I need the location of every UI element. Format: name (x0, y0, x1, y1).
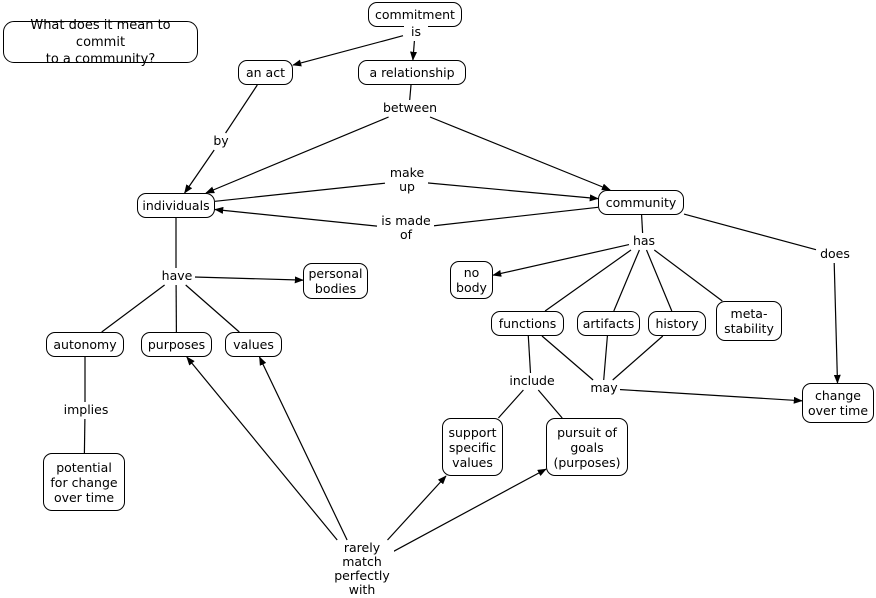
node-values[interactable]: values (225, 332, 282, 357)
link-label-is-made-of: is made of (378, 214, 434, 244)
link-label-between: between (382, 100, 438, 116)
connector-have-to-autonomy (101, 284, 165, 333)
node-personal-bodies[interactable]: personal bodies (303, 263, 368, 299)
node-commitment[interactable]: commitment (368, 2, 462, 27)
node-potential-for-change[interactable]: potential for change over time (43, 453, 125, 511)
node-community[interactable]: community (598, 190, 684, 215)
question-box: What does it mean to commit to a communi… (3, 18, 198, 67)
node-pursuit-of-goals[interactable]: pursuit of goals (purposes) (546, 418, 628, 476)
connector-may-to-change-over-time (618, 388, 803, 404)
connector-community-to-is-made-of (432, 206, 599, 227)
connector-include-to-support-specific-values (497, 389, 524, 419)
connector-artifacts-to-may (603, 335, 608, 381)
connector-is-made-of-to-individuals (214, 206, 378, 227)
connector-functions-to-include (527, 335, 532, 374)
connector-implies-to-potential-for-change (83, 418, 86, 454)
connector-between-to-individuals (205, 116, 389, 194)
connector-by-to-individuals (184, 149, 215, 194)
connector-have-to-values (185, 284, 240, 333)
link-label-may: may (588, 381, 620, 396)
connector-include-to-pursuit-of-goals (537, 389, 563, 419)
link-label-implies: implies (61, 403, 111, 418)
link-label-include: include (507, 374, 557, 389)
connector-is-to-a-relationship (410, 40, 418, 61)
connector-does-to-change-over-time (833, 262, 841, 384)
node-artifacts[interactable]: artifacts (577, 311, 640, 336)
connector-rarely-match-perfectly-with-to-pursuit-of-goals (392, 468, 547, 553)
node-autonomy[interactable]: autonomy (46, 332, 124, 357)
connector-community-to-has (641, 214, 644, 234)
connector-an-act-to-by (225, 84, 258, 134)
connector-has-to-no-body (492, 244, 630, 277)
connector-has-to-history (645, 249, 673, 312)
connector-rarely-match-perfectly-with-to-support-specific-values (387, 475, 447, 541)
connector-has-to-artifacts (613, 249, 640, 312)
connector-rarely-match-perfectly-with-to-purposes (186, 356, 338, 541)
link-label-have: have (159, 269, 195, 284)
node-history[interactable]: history (648, 311, 706, 336)
link-label-make-up: make up (386, 166, 428, 196)
link-label-has: has (630, 234, 658, 249)
node-support-specific-values[interactable]: support specific values (442, 418, 503, 476)
node-purposes[interactable]: purposes (141, 332, 212, 357)
link-label-does: does (817, 247, 853, 262)
connector-make-up-to-community (426, 182, 599, 202)
connector-a-relationship-to-between (409, 84, 412, 101)
connector-has-to-meta-stability (653, 249, 723, 302)
node-functions[interactable]: functions (491, 311, 564, 336)
link-label-by: by (210, 134, 232, 149)
node-change-over-time[interactable]: change over time (802, 383, 874, 423)
node-meta-stability[interactable]: meta- stability (716, 301, 782, 341)
link-label-is: is (404, 25, 428, 40)
connector-have-to-personal-bodies (193, 276, 304, 284)
connector-history-to-may (612, 335, 664, 381)
link-label-rarely-match-perfectly-with: rarely match perfectly with (330, 541, 394, 597)
node-an-act[interactable]: an act (238, 60, 293, 85)
connector-has-to-functions (544, 249, 632, 312)
connector-community-to-does (683, 213, 817, 251)
node-no-body[interactable]: no body (450, 261, 493, 299)
node-a-relationship[interactable]: a relationship (358, 60, 466, 85)
node-individuals[interactable]: individuals (137, 193, 215, 218)
connector-between-to-community (429, 116, 611, 191)
connector-rarely-match-perfectly-with-to-values (258, 356, 348, 541)
connector-individuals-to-make-up (214, 182, 386, 202)
